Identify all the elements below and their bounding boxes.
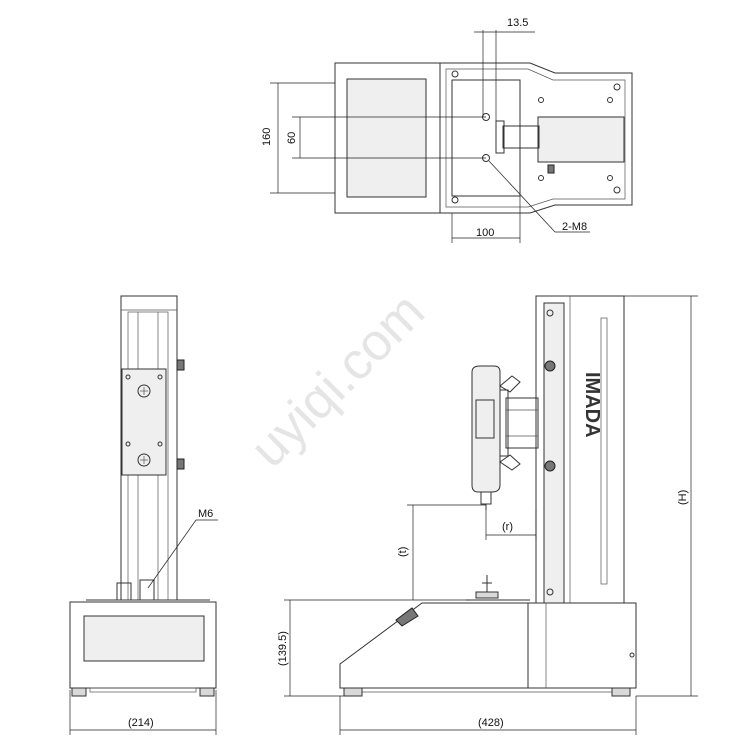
side-view: IMADA (r): [277, 295, 698, 735]
dim-13-5-label: 13.5: [507, 17, 528, 29]
front-view-knob: [176, 359, 185, 371]
screw-icon: [538, 175, 544, 181]
screw-icon: [125, 441, 131, 447]
top-view-stage: [451, 79, 521, 197]
screw-icon: [607, 175, 613, 181]
screw-icon: [607, 97, 613, 103]
side-view-bolt: [544, 360, 556, 372]
top-view-housing-inner: [445, 68, 626, 208]
leader-line: [147, 519, 197, 589]
top-view-bracket: [502, 125, 540, 149]
top-view-column: [537, 116, 625, 163]
hole-label: 2-M8: [562, 221, 587, 233]
front-view-knob: [176, 458, 185, 470]
front-view-mount-hole: [137, 384, 151, 398]
screw-icon: [157, 441, 163, 447]
brand-label: IMADA: [581, 372, 603, 438]
front-view-foot: [199, 687, 215, 697]
side-view-stage: [475, 591, 499, 599]
depth-label: (428): [478, 717, 504, 729]
screw-icon: [451, 70, 459, 78]
reach-label: (r): [502, 521, 513, 533]
screw-icon: [451, 196, 459, 204]
side-view-base: [339, 602, 637, 689]
front-view-display-window: [83, 615, 205, 662]
screw-icon: [613, 83, 621, 91]
side-view-force-gauge: [471, 365, 501, 493]
side-view-gauge-panel: [475, 399, 495, 439]
dim-60-label: 60: [286, 132, 298, 144]
side-view-handwheel: [395, 607, 419, 627]
side-view-clamp-knob: [499, 454, 521, 471]
side-view-rail: [543, 302, 565, 604]
watermark: uyiqi.com: [239, 282, 435, 478]
top-view-display-window: [346, 78, 427, 198]
screw-icon: [613, 186, 621, 194]
height-label: (H): [677, 490, 689, 505]
side-view-bracket: [505, 397, 539, 449]
side-view-foot: [343, 687, 363, 697]
front-view-mount-hole: [137, 453, 151, 467]
top-view-knob: [547, 164, 555, 174]
side-view-probe: [480, 491, 492, 505]
front-view: M6 (214): [69, 295, 218, 735]
front-view-stage-nut: [116, 582, 132, 601]
dim-160-label: 160: [261, 128, 273, 146]
stroke-label: (t): [397, 547, 409, 557]
top-view: 13.5 160 60 100 2-M8: [261, 17, 633, 243]
m6-label: M6: [198, 508, 213, 520]
top-view-housing: [439, 62, 633, 214]
screw-icon: [125, 374, 131, 380]
dim-100-label: 100: [476, 227, 494, 239]
side-view-clamp-knob: [499, 375, 521, 393]
side-view-foot: [611, 687, 631, 697]
base-height-label: (139.5): [277, 631, 289, 666]
front-view-foot: [71, 687, 87, 697]
screw-icon: [157, 374, 163, 380]
screw-icon: [538, 97, 544, 103]
side-view-slot: [600, 317, 608, 585]
width-214-label: (214): [128, 717, 154, 729]
top-view-bracket-plate: [495, 120, 505, 154]
leader-line: [488, 160, 556, 233]
side-view-bolt: [544, 460, 556, 472]
